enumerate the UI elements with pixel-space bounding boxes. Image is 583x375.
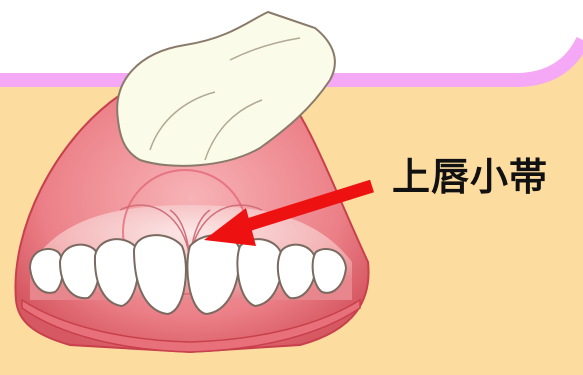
frenulum-label: 上唇小帯 bbox=[392, 158, 548, 196]
